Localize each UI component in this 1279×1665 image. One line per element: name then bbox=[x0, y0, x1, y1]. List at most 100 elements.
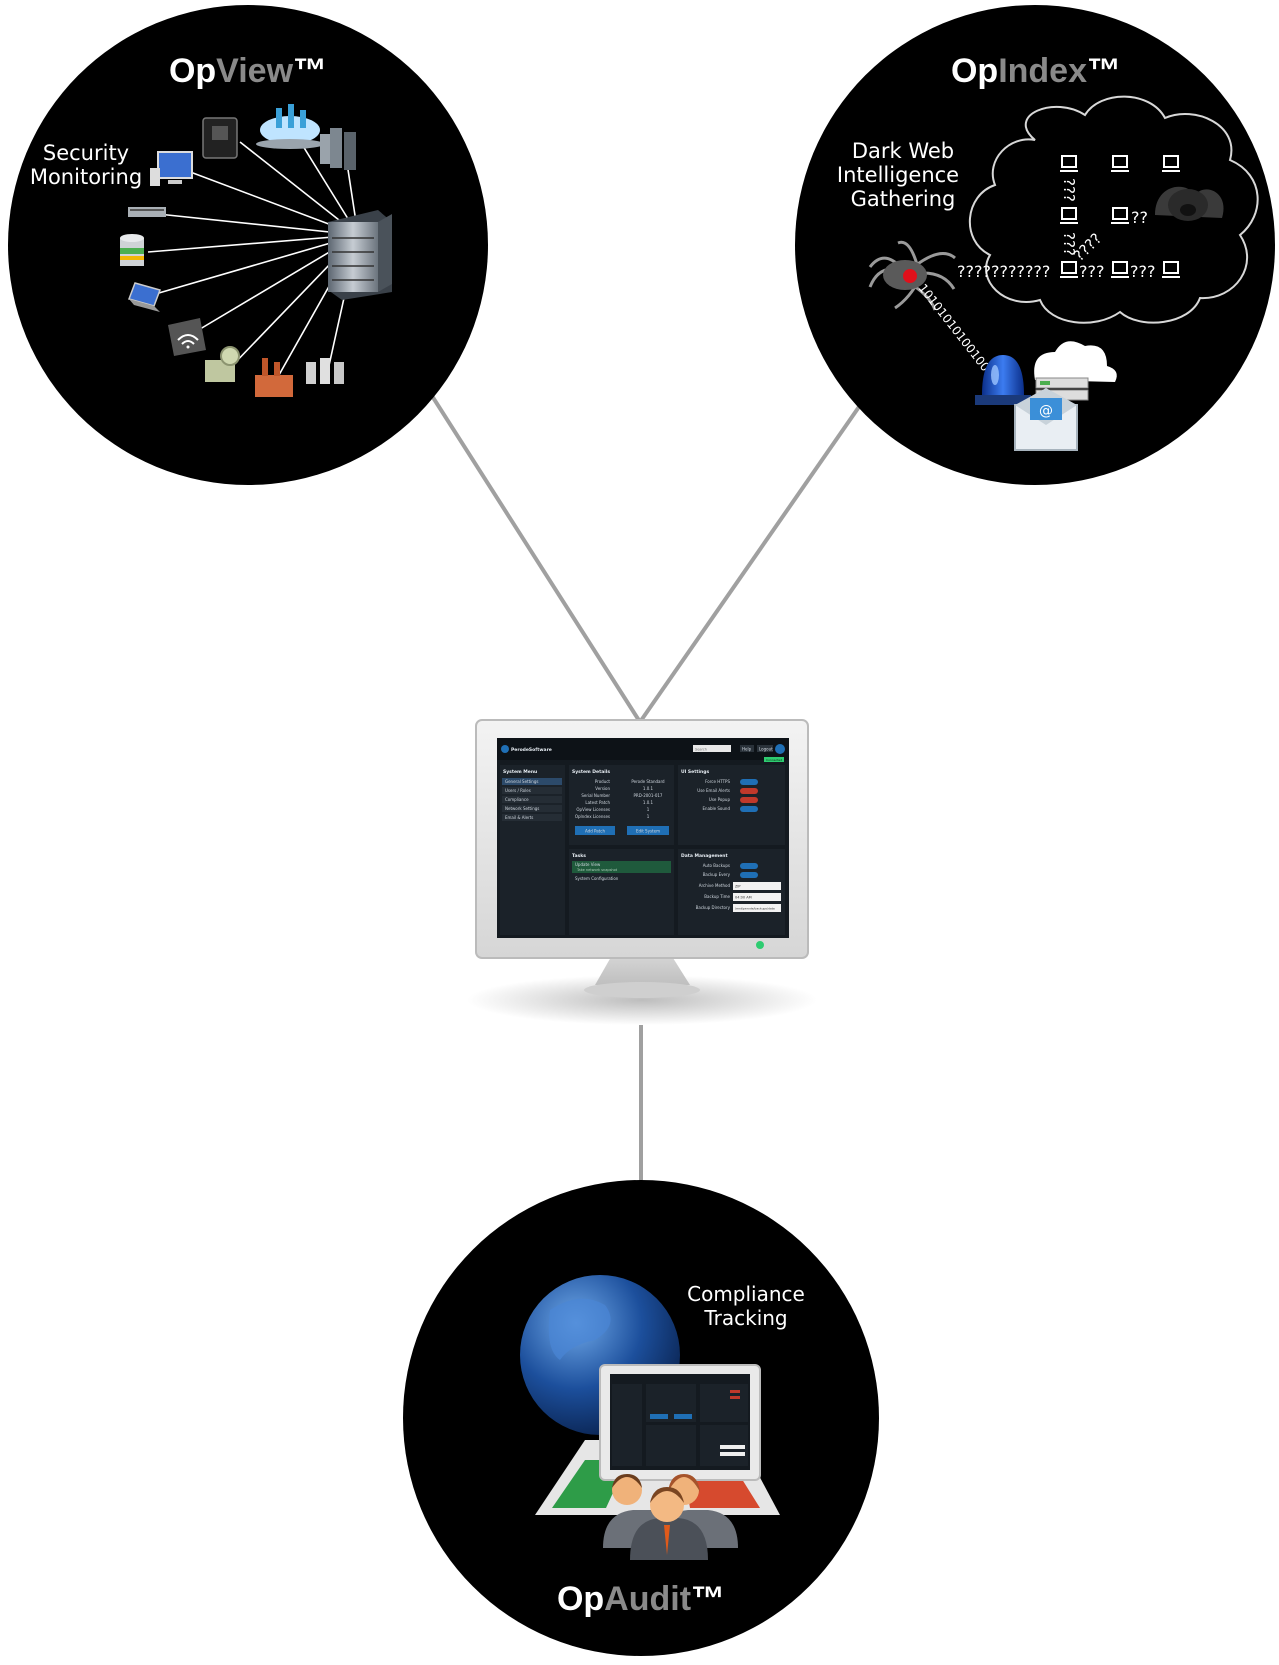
sidebar-item-label: Users / Roles bbox=[505, 788, 531, 793]
svg-text:Use Popup: Use Popup bbox=[709, 797, 731, 802]
svg-text:Backup Directory: Backup Directory bbox=[696, 905, 731, 910]
svg-text:Backup Every: Backup Every bbox=[703, 872, 731, 877]
gear-settings-icon bbox=[205, 346, 240, 382]
toggle-force-https[interactable] bbox=[740, 779, 758, 785]
svg-text:1.0.1: 1.0.1 bbox=[643, 800, 654, 805]
svg-text:Latest Patch: Latest Patch bbox=[585, 800, 610, 805]
svg-text:@: @ bbox=[1039, 403, 1053, 419]
app-name: PerodeSoftware bbox=[511, 747, 552, 753]
svg-text:Force HTTPS: Force HTTPS bbox=[705, 779, 730, 784]
opview-title: OpView™ bbox=[169, 52, 327, 90]
svg-text:1: 1 bbox=[647, 814, 650, 819]
sidebar-item-label: General Settings bbox=[505, 779, 538, 784]
monitor-power-led bbox=[756, 941, 764, 949]
user-avatar-icon[interactable] bbox=[775, 744, 785, 754]
panel-tasks-title: Tasks bbox=[572, 853, 586, 859]
svg-text:1.0.1: 1.0.1 bbox=[643, 786, 654, 791]
edit-system-button[interactable] bbox=[627, 826, 669, 835]
opview-circle: OpView™ Security Monitoring bbox=[8, 5, 488, 485]
panel-system-details-title: System Details bbox=[572, 769, 610, 775]
database-icon bbox=[120, 234, 144, 266]
sidebar-item-label: Compliance bbox=[505, 797, 529, 802]
opview-caption-line2: Monitoring bbox=[30, 165, 142, 189]
logout-button-label: Logout bbox=[759, 747, 773, 752]
opaudit-caption-line1: Compliance bbox=[687, 1282, 805, 1306]
user-group-icon bbox=[603, 1474, 738, 1560]
svg-text:Serial Number: Serial Number bbox=[581, 793, 610, 798]
server-tower-icon bbox=[328, 210, 392, 300]
dark-web-cloud-outline bbox=[968, 95, 1259, 324]
add-patch-button[interactable] bbox=[575, 826, 615, 835]
svg-text:Version: Version bbox=[595, 786, 610, 791]
svg-text:04:00 AM: 04:00 AM bbox=[735, 896, 752, 900]
cloud-network-icon bbox=[256, 104, 324, 149]
sidebar-item-network[interactable] bbox=[502, 805, 562, 812]
svg-text:/mnt/perode/backups/data: /mnt/perode/backups/data bbox=[735, 907, 775, 911]
sidebar-item-general[interactable] bbox=[502, 778, 562, 785]
q-trail-vertical-1: ??? bbox=[1060, 178, 1078, 202]
svg-text:Enable Sound: Enable Sound bbox=[703, 806, 731, 811]
data-management-rows: Auto Backups Backup Every Archive Method… bbox=[696, 863, 781, 912]
opaudit-title: OpAudit™ bbox=[557, 1580, 725, 1618]
toggle-popup[interactable] bbox=[740, 797, 758, 803]
svg-text:Archive Method: Archive Method bbox=[699, 883, 731, 888]
spider-crawler-icon bbox=[868, 240, 956, 311]
logout-button[interactable] bbox=[757, 745, 773, 752]
opaudit-caption-line2: Tracking bbox=[703, 1306, 787, 1330]
monitor-display: PerodeSoftware Search Help Logout Connec… bbox=[467, 719, 817, 1025]
power-plant-icon bbox=[306, 358, 344, 384]
opindex-circle: OpIndex™ Dark Web Intelligence Gathering… bbox=[795, 5, 1275, 485]
help-button[interactable] bbox=[740, 745, 754, 752]
mini-monitor-icon bbox=[599, 1364, 761, 1481]
toggle-sound[interactable] bbox=[740, 806, 758, 812]
backup-time-field[interactable] bbox=[733, 893, 781, 901]
sidebar-menu: General Settings Users / Roles Complianc… bbox=[502, 778, 562, 821]
toggle-email-alerts[interactable] bbox=[740, 788, 758, 794]
q-trail-2: ?? bbox=[1131, 208, 1148, 227]
toggle-backup-every[interactable] bbox=[740, 872, 758, 878]
svg-text:OpIndex Licenses: OpIndex Licenses bbox=[575, 814, 610, 819]
alert-siren-icon bbox=[975, 355, 1031, 405]
help-button-label: Help bbox=[742, 747, 752, 752]
svg-text:ZIP: ZIP bbox=[735, 885, 741, 889]
svg-text:1: 1 bbox=[647, 807, 650, 812]
svg-text:Auto Backups: Auto Backups bbox=[703, 863, 730, 868]
q-trail-3a: ??? bbox=[1079, 262, 1104, 281]
sidebar-item-label: Network Settings bbox=[505, 806, 539, 811]
sidebar-item-compliance[interactable] bbox=[502, 796, 562, 803]
factory-icon bbox=[255, 358, 293, 397]
sidebar-item-label: Email & Alerts bbox=[505, 815, 533, 820]
svg-text:Use Email Alerts: Use Email Alerts bbox=[697, 788, 730, 793]
q-trail-long: ??????????? bbox=[957, 262, 1050, 281]
sidebar-item-email[interactable] bbox=[502, 814, 562, 821]
q-trail-3b: ??? bbox=[1130, 262, 1155, 281]
task-update-view-sub: Take network snapshot bbox=[576, 868, 618, 872]
task-system-config[interactable]: System Configuration bbox=[575, 876, 619, 881]
email-envelope-icon: @ bbox=[1014, 388, 1078, 451]
app-logo-icon bbox=[501, 745, 509, 753]
opindex-caption-line2: Intelligence bbox=[837, 163, 959, 187]
safe-box-icon bbox=[202, 117, 238, 159]
hooded-hacker-icon bbox=[1155, 186, 1224, 221]
search-input[interactable] bbox=[693, 745, 731, 752]
task-update-view[interactable] bbox=[572, 861, 671, 873]
svg-text:Product: Product bbox=[595, 779, 611, 784]
opindex-title: OpIndex™ bbox=[951, 52, 1121, 90]
toggle-auto-backups[interactable] bbox=[740, 863, 758, 869]
search-placeholder: Search bbox=[695, 748, 707, 752]
q-trail-vertical-2: ??? bbox=[1060, 232, 1078, 256]
panel-settings-title: UI Settings bbox=[681, 769, 709, 775]
system-details-table: Product Perode Standard Version 1.0.1 Se… bbox=[575, 779, 665, 819]
svg-text:Perode Standard: Perode Standard bbox=[631, 779, 665, 784]
sidebar-item-users[interactable] bbox=[502, 787, 562, 794]
svg-text:OpView Licenses: OpView Licenses bbox=[576, 807, 610, 812]
monitor-shadow bbox=[467, 975, 817, 1025]
status-badge-label: Connected bbox=[766, 758, 782, 762]
backup-directory-field[interactable] bbox=[733, 904, 781, 912]
darkweb-computer-icons bbox=[1060, 155, 1180, 278]
edit-system-label: Edit System bbox=[636, 829, 660, 834]
opaudit-circle: Compliance Tracking bbox=[403, 1180, 879, 1656]
archive-method-field[interactable] bbox=[733, 882, 781, 890]
